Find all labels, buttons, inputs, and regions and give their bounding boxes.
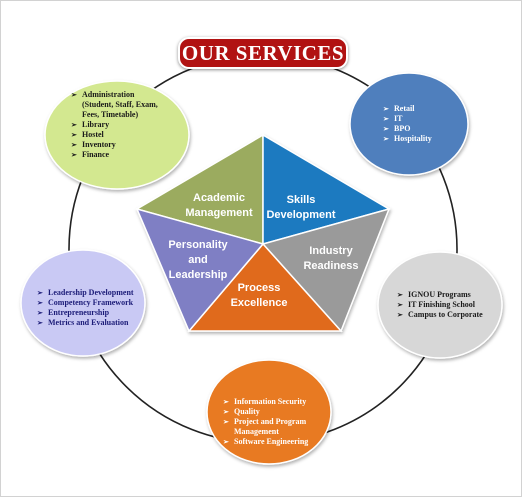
list-item-continuation: (Student, Staff, Exam,	[82, 100, 158, 109]
academic-services-list: ➢Administration (Student, Staff, Exam, F…	[71, 90, 158, 160]
segment-line: Industry	[309, 245, 353, 257]
arrow-bullet-icon: ➢	[71, 131, 77, 139]
list-item: ➢IT	[383, 114, 403, 123]
segment-label-industry-readiness: Industry Readiness	[291, 244, 371, 274]
list-item: ➢Campus to Corporate	[397, 310, 483, 319]
service-bubbles	[20, 72, 503, 465]
list-item: ➢Retail	[383, 104, 415, 113]
list-item: ➢Hostel	[71, 130, 104, 139]
segment-line: Development	[266, 209, 336, 221]
segment-line: Personality	[168, 239, 228, 251]
segment-line: Academic	[193, 192, 245, 204]
segment-label-personality-leadership: Personality and Leadership	[161, 238, 235, 283]
bubble-industry	[377, 251, 503, 359]
segment-label-skills-development: Skills Development	[263, 193, 339, 223]
list-item: ➢Competency Framework	[37, 298, 134, 307]
segment-line: Leadership	[168, 269, 228, 281]
arrow-bullet-icon: ➢	[223, 398, 229, 406]
arrow-bullet-icon: ➢	[383, 125, 389, 133]
arrow-bullet-icon: ➢	[71, 121, 77, 129]
list-item: ➢Information Security	[223, 397, 307, 406]
list-item: ➢Inventory	[71, 140, 116, 149]
list-item-continuation: Fees, Timetable)	[82, 110, 139, 119]
industry-services-list: ➢IGNOU Programs ➢IT Finishing School ➢Ca…	[397, 290, 483, 320]
list-item: ➢Administration	[71, 90, 135, 99]
process-services-list: ➢Information Security ➢Quality ➢Project …	[223, 397, 308, 447]
skills-services-list: ➢Retail ➢IT ➢BPO ➢Hospitality	[383, 104, 432, 144]
list-item: ➢Project and Program	[223, 417, 307, 426]
segment-line: Readiness	[303, 260, 359, 272]
segment-line: and	[188, 254, 208, 266]
list-item: ➢IT Finishing School	[397, 300, 475, 309]
list-item-continuation: Management	[234, 427, 279, 436]
segment-label-process-excellence: Process Excellence	[221, 281, 297, 311]
page-title: OUR SERVICES	[178, 37, 348, 69]
pentagon-segment-personality	[135, 207, 265, 333]
personality-services-list: ➢Leadership Development ➢Competency Fram…	[37, 288, 134, 328]
arrow-bullet-icon: ➢	[71, 141, 77, 149]
arrow-bullet-icon: ➢	[37, 309, 43, 317]
segment-line: Process	[237, 282, 281, 294]
arrow-bullet-icon: ➢	[223, 438, 229, 446]
bubble-skills	[349, 72, 469, 176]
list-item: ➢BPO	[383, 124, 411, 133]
segment-line: Excellence	[230, 297, 288, 309]
arrow-bullet-icon: ➢	[383, 135, 389, 143]
arrow-bullet-icon: ➢	[223, 408, 229, 416]
arrow-bullet-icon: ➢	[37, 299, 43, 307]
list-item: ➢Software Engineering	[223, 437, 309, 446]
list-item: ➢IGNOU Programs	[397, 290, 471, 299]
list-item: ➢Library	[71, 120, 110, 129]
bubble-academic	[44, 80, 190, 190]
arrow-bullet-icon: ➢	[223, 418, 229, 426]
arrow-bullet-icon: ➢	[383, 115, 389, 123]
arrow-bullet-icon: ➢	[397, 311, 403, 319]
list-item: ➢Entrepreneurship	[37, 308, 110, 317]
arrow-bullet-icon: ➢	[37, 289, 43, 297]
arrow-bullet-icon: ➢	[37, 319, 43, 327]
arrow-bullet-icon: ➢	[397, 301, 403, 309]
list-item: ➢Hospitality	[383, 134, 432, 143]
bubble-personality	[20, 249, 146, 357]
list-item: ➢Finance	[71, 150, 110, 159]
segment-line: Skills	[286, 194, 316, 206]
arrow-bullet-icon: ➢	[397, 291, 403, 299]
segment-label-academic-management: Academic Management	[179, 191, 259, 221]
services-pentagon	[135, 133, 391, 333]
arrow-bullet-icon: ➢	[383, 105, 389, 113]
arrow-bullet-icon: ➢	[71, 151, 77, 159]
segment-line: Management	[185, 207, 253, 219]
arrow-bullet-icon: ➢	[71, 91, 77, 99]
bubble-process	[206, 359, 332, 465]
list-item: ➢Leadership Development	[37, 288, 134, 297]
list-item: ➢Metrics and Evaluation	[37, 318, 129, 327]
list-item: ➢Quality	[223, 407, 260, 416]
